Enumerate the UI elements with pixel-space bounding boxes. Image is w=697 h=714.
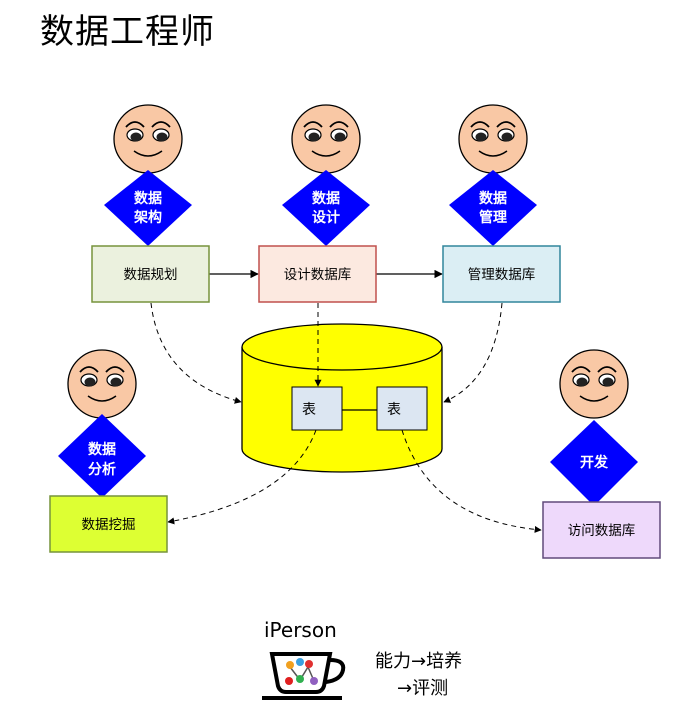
box-planning-label: 数据规划	[124, 267, 178, 283]
box-mining-label: 数据挖掘	[82, 517, 136, 533]
role-label-architecture-1: 数据	[134, 190, 162, 207]
box-manage-db-label: 管理数据库	[468, 267, 536, 283]
role-diamond-design	[282, 170, 370, 246]
table-left-label: 表	[302, 402, 316, 418]
role-label-design-1: 数据	[312, 190, 340, 207]
box-access-db-label: 访问数据库	[568, 523, 636, 539]
role-label-architecture-2: 架构	[133, 209, 162, 226]
person-head-icon	[559, 349, 629, 419]
person-head-icon	[113, 104, 183, 174]
role-label-design-2: 设计	[312, 209, 340, 226]
person-head-icon	[67, 349, 137, 419]
role-diamond-development	[550, 420, 638, 506]
person-head-icon	[458, 104, 528, 174]
table-left: 表	[291, 386, 343, 431]
person-development: 开发	[550, 349, 638, 506]
arrow-manage-to-database	[443, 302, 503, 403]
role-diamond-analysis	[58, 414, 146, 498]
role-label-analysis-2: 分析	[88, 461, 116, 478]
box-planning: 数据规划	[91, 245, 210, 303]
person-architecture: 数据 架构	[104, 104, 192, 246]
role-diamond-architecture	[104, 170, 192, 246]
arrow-table-to-access	[401, 429, 542, 533]
iperson-cup-logo-icon	[262, 652, 346, 700]
table-right-label: 表	[387, 402, 401, 418]
arrow-table-to-mining	[167, 429, 317, 525]
role-diamond-management	[449, 170, 537, 246]
role-label-analysis-1: 数据	[88, 441, 116, 458]
box-access-db: 访问数据库	[542, 501, 661, 559]
box-design-db: 设计数据库	[258, 245, 377, 303]
logo-tagline-1: 能力→培养	[375, 651, 463, 672]
role-label-development: 开发	[580, 454, 609, 471]
box-design-db-label: 设计数据库	[284, 267, 352, 283]
person-management: 数据 管理	[449, 104, 537, 246]
person-design: 数据 设计	[282, 104, 370, 246]
person-analysis: 数据 分析	[58, 349, 146, 498]
role-label-management-2: 管理	[479, 209, 507, 226]
person-head-icon	[291, 104, 361, 174]
box-manage-db: 管理数据库	[442, 245, 561, 303]
box-mining: 数据挖掘	[49, 495, 168, 553]
logo-label: iPerson	[264, 618, 337, 642]
arrow-planning-to-database	[150, 302, 242, 404]
page-title: 数据工程师	[40, 12, 215, 52]
logo-tagline-2: →评测	[397, 678, 449, 699]
role-label-management-1: 数据	[479, 190, 507, 207]
table-right: 表	[376, 386, 428, 431]
